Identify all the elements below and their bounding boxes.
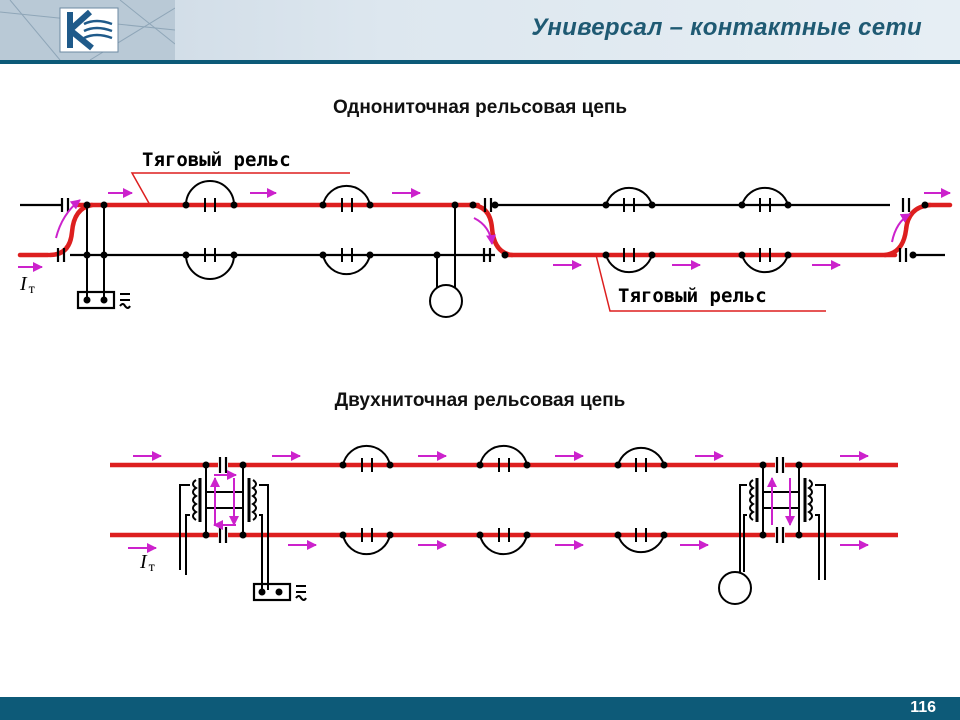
choke-transformers-left	[179, 465, 307, 602]
current-arrows-double	[128, 451, 869, 553]
rail-label-top: Тяговый рельс	[142, 149, 291, 171]
page-number: 116	[910, 699, 936, 716]
header-bar: Универсал – контактные сети	[0, 0, 960, 60]
header-title: Универсал – контактные сети	[531, 14, 922, 41]
choke-transformers-right	[718, 465, 826, 605]
double-rail-circuit-title: Двухниточная рельсовая цепь	[334, 390, 626, 411]
single-rail-circuit-title: Однониточная рельсовая цепь	[332, 97, 628, 118]
feed-end-transformer	[76, 205, 131, 310]
footer-bar: 116	[0, 697, 960, 720]
header-divider	[0, 60, 960, 64]
rail-label-bottom: Тяговый рельс	[618, 285, 767, 307]
current-arrows-single	[18, 188, 951, 272]
company-logo	[0, 0, 175, 60]
relay-end	[429, 205, 463, 318]
